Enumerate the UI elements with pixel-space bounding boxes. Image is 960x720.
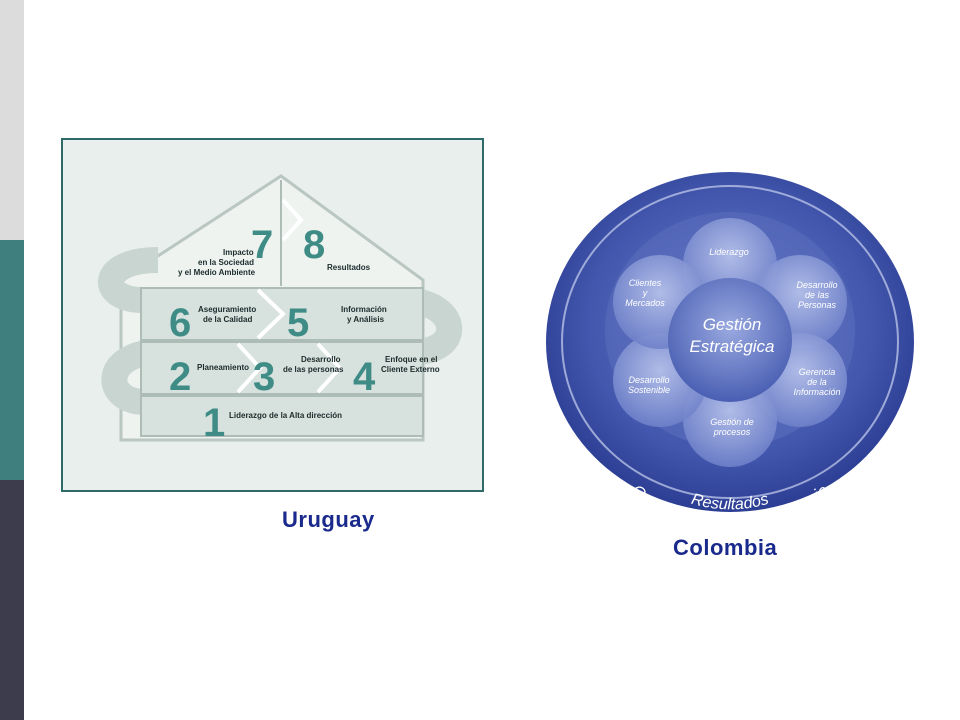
petal-label: Gestión de [710,417,754,427]
step-number: 7 [251,223,273,267]
petal-label: Gerencia [799,367,836,377]
uruguay-model-image: 7 8 6 5 2 3 4 1 Impacto en la Sociedad y… [61,138,484,492]
step-label: y el Medio Ambiente [178,268,256,277]
petal-label: Información [793,387,840,397]
step-number: 8 [303,223,325,267]
petal-label: Desarrollo [628,375,669,385]
caption-uruguay: Uruguay [282,507,375,532]
petal-label: procesos [713,427,751,437]
petal-label: Personas [798,300,837,310]
step-number: 2 [169,355,191,399]
petal-label: de la [807,377,827,387]
step-number: 5 [287,301,309,345]
step-label: Desarrollo [301,355,341,364]
step-label: en la Sociedad [198,258,254,267]
step-label: Liderazgo de la Alta dirección [229,411,342,420]
petal-label: Sostenible [628,385,670,395]
petal-label: Desarrollo [796,280,837,290]
center-label: Gestión [703,315,762,334]
step-label: Aseguramiento [198,305,256,314]
step-label: de las personas [283,365,344,374]
side-bar-bottom [0,480,24,720]
petal-label: Mercados [625,298,665,308]
step-label: Planeamiento [197,363,249,372]
petal-label: y [642,288,648,298]
caption-colombia: Colombia [673,535,778,560]
step-number: 1 [203,401,225,445]
step-label: Impacto [223,248,254,257]
side-bar-top [0,0,24,240]
step-number: 6 [169,301,191,345]
side-bar-middle [0,240,24,480]
step-label: y Análisis [347,315,385,324]
step-label: Información [341,305,387,314]
step-label: de la Calidad [203,315,252,324]
ring-inner-label: Resultados [689,491,770,514]
step-number: 3 [253,355,275,399]
petal-label: de las [805,290,830,300]
colombia-model-image: Liderazgo Desarrollo de las Personas Ger… [545,170,915,515]
center-label: Estratégica [689,337,774,356]
step-number: 4 [353,355,376,399]
step-label: Enfoque en el [385,355,437,364]
petal-label: Liderazgo [709,247,749,257]
petal-label: Clientes [629,278,662,288]
step-label: Resultados [327,263,371,272]
step-label: Cliente Externo [381,365,440,374]
